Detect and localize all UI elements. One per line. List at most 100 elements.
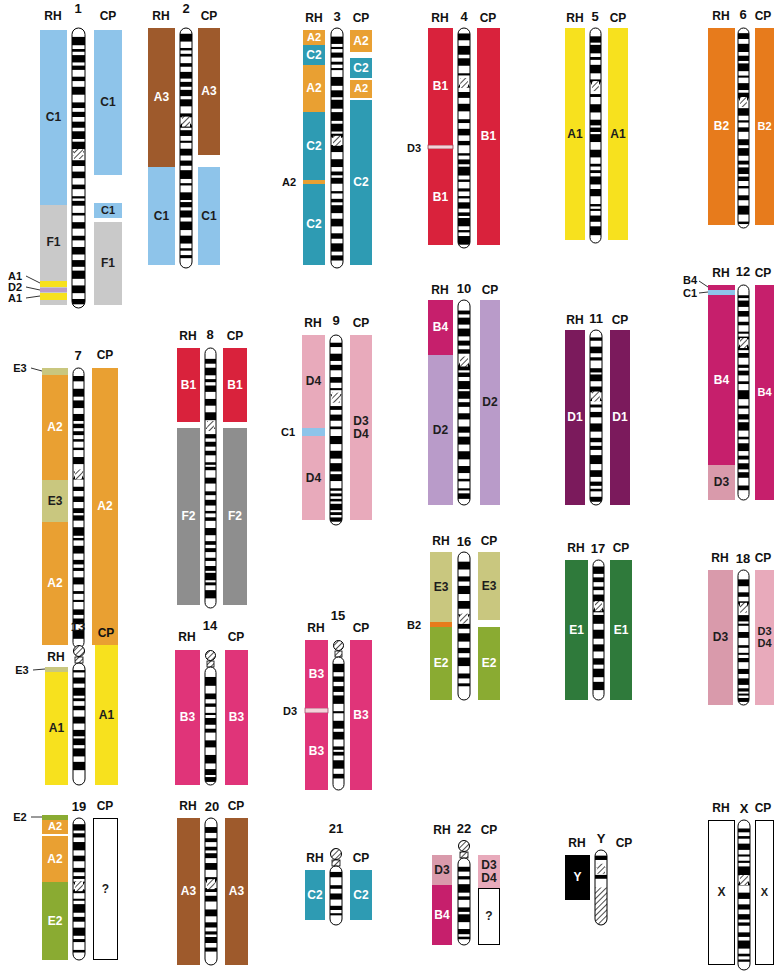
chromosome-outline bbox=[458, 28, 470, 248]
band bbox=[330, 388, 342, 390]
segment-name: D3 D4 bbox=[351, 415, 371, 440]
chromosome-body bbox=[72, 28, 85, 308]
band bbox=[73, 560, 84, 565]
band bbox=[73, 670, 85, 672]
chromosome-outline bbox=[73, 818, 85, 960]
segment-bar: E1 bbox=[565, 560, 588, 700]
centromere bbox=[75, 881, 83, 891]
band bbox=[73, 577, 84, 584]
chromosome-label: RH bbox=[568, 837, 585, 849]
band bbox=[73, 698, 85, 701]
segment-name: D3 bbox=[434, 864, 449, 877]
band bbox=[458, 929, 470, 934]
band-group bbox=[590, 36, 601, 235]
band bbox=[590, 216, 601, 222]
segment-bar: A1 bbox=[45, 672, 68, 785]
band bbox=[590, 45, 601, 53]
band bbox=[590, 423, 602, 431]
band-group bbox=[330, 872, 342, 915]
chromosome-label: 7 bbox=[74, 349, 81, 362]
chromosome-outline bbox=[333, 657, 344, 790]
band bbox=[330, 913, 342, 915]
band bbox=[72, 271, 85, 279]
band bbox=[738, 472, 749, 478]
segment-bar: C1 bbox=[94, 30, 122, 175]
band-group bbox=[73, 670, 85, 770]
band bbox=[738, 632, 749, 638]
band bbox=[331, 100, 343, 109]
chromosome-label: 20 bbox=[205, 800, 219, 813]
band bbox=[458, 451, 470, 459]
segment-stripe bbox=[42, 368, 68, 375]
satellite bbox=[331, 849, 342, 860]
band bbox=[73, 730, 85, 736]
chromosome-label: 17 bbox=[591, 542, 605, 555]
segment-name: A2 bbox=[47, 577, 62, 590]
segment-name: A2 bbox=[353, 35, 368, 48]
band bbox=[73, 400, 84, 408]
segment-bar: B1 bbox=[177, 348, 200, 422]
segment-bar: B4 bbox=[708, 295, 735, 465]
band-group bbox=[738, 33, 749, 224]
band bbox=[73, 899, 85, 901]
segment-bar: E3 bbox=[478, 552, 500, 620]
band bbox=[593, 644, 604, 651]
chromosome-ideogram bbox=[330, 849, 342, 926]
band bbox=[73, 842, 85, 850]
segment-name: F2 bbox=[228, 510, 242, 523]
segment-bar: D3 D4 bbox=[350, 335, 372, 520]
band bbox=[590, 412, 602, 417]
band bbox=[738, 371, 749, 376]
segment-name: E1 bbox=[614, 624, 629, 637]
band bbox=[738, 854, 750, 856]
band bbox=[738, 177, 749, 181]
band bbox=[205, 847, 217, 851]
chromosome-ideogram bbox=[737, 28, 750, 228]
band bbox=[180, 82, 192, 87]
chromosome-label: 16 bbox=[457, 535, 471, 548]
chromosome-label: E3 bbox=[15, 665, 28, 676]
chromosome-body bbox=[738, 28, 749, 228]
band bbox=[738, 904, 750, 909]
segment-bar: B4 bbox=[432, 885, 452, 945]
band bbox=[593, 577, 604, 582]
leader-line bbox=[31, 368, 42, 371]
band bbox=[595, 856, 607, 860]
chromosome-label: CP bbox=[481, 535, 498, 547]
segment-bar: C2 bbox=[303, 112, 325, 180]
segment-bar: B4 bbox=[755, 285, 774, 500]
band bbox=[590, 405, 602, 408]
band bbox=[72, 142, 85, 149]
band bbox=[331, 90, 343, 97]
band bbox=[330, 504, 342, 510]
segment-name: D4 bbox=[306, 472, 321, 485]
band bbox=[738, 381, 749, 384]
segment-name: D2 bbox=[482, 396, 497, 409]
band bbox=[738, 353, 749, 358]
band-group bbox=[205, 677, 216, 782]
band bbox=[180, 170, 192, 179]
band bbox=[73, 431, 84, 435]
chromosome-label: 2 bbox=[182, 2, 189, 15]
chromosome-label: RH bbox=[304, 317, 321, 329]
band bbox=[738, 390, 749, 399]
chromosome-label: 5 bbox=[591, 10, 598, 23]
band bbox=[458, 179, 470, 181]
segment-name: X bbox=[717, 886, 725, 899]
band bbox=[458, 914, 470, 922]
band bbox=[458, 437, 470, 445]
chromosome-ideogram bbox=[204, 348, 217, 608]
band bbox=[205, 863, 217, 870]
band bbox=[73, 762, 85, 770]
segment-name: E2 bbox=[482, 657, 497, 670]
band bbox=[333, 711, 344, 713]
chromosome-body bbox=[331, 28, 343, 268]
band bbox=[331, 53, 343, 58]
band bbox=[72, 66, 85, 70]
band bbox=[180, 202, 192, 207]
centromere bbox=[740, 338, 747, 348]
band bbox=[73, 414, 84, 421]
band-group bbox=[331, 37, 343, 261]
band bbox=[738, 437, 749, 440]
chromosome-body bbox=[458, 28, 470, 248]
